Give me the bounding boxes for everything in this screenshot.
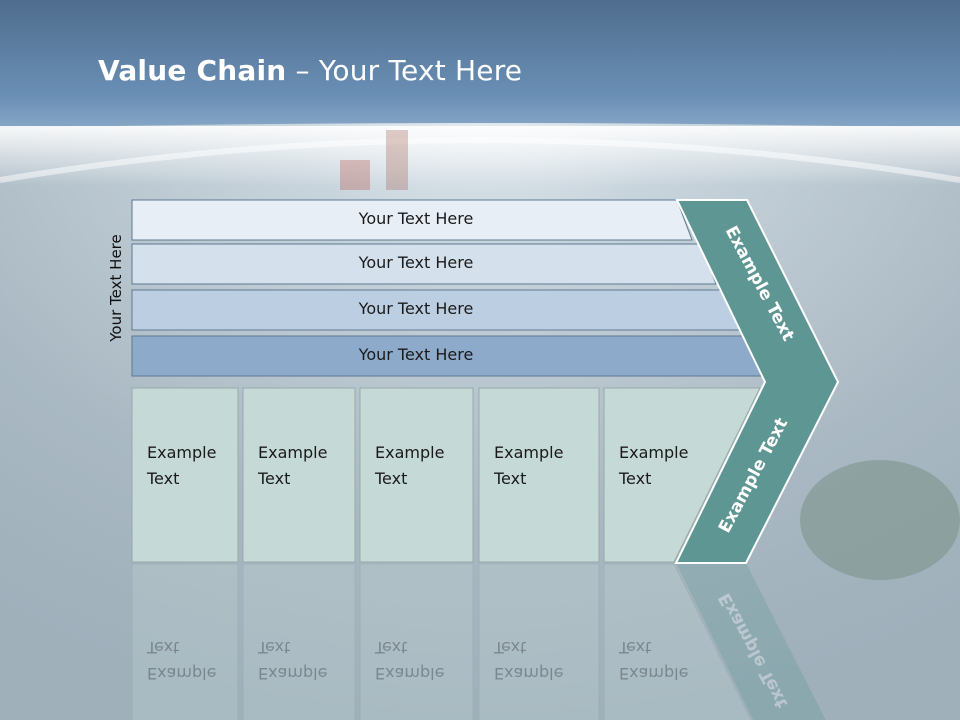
title-bold: Value Chain xyxy=(98,54,287,87)
column-5 xyxy=(603,387,761,563)
reflection-column-1-line1: Example xyxy=(147,664,216,683)
reflection-column-3 xyxy=(359,563,474,720)
bar-3-label: Your Text Here xyxy=(358,299,474,318)
column-2-line2: Text xyxy=(257,469,290,488)
column-4 xyxy=(478,387,600,563)
slide-title: Value Chain – Your Text Here xyxy=(98,54,522,87)
bar-4-label: Your Text Here xyxy=(358,345,474,364)
reflection-column-5 xyxy=(603,563,752,720)
reflection-column-4 xyxy=(478,563,600,720)
column-2 xyxy=(242,387,356,563)
reflection-column-4-line2: Text xyxy=(493,638,526,657)
bar-1-label: Your Text Here xyxy=(358,209,474,228)
title-rest: – Your Text Here xyxy=(286,54,523,87)
column-1-line1: Example xyxy=(147,443,216,462)
column-3-line2: Text xyxy=(374,469,407,488)
bar-2-label: Your Text Here xyxy=(358,253,474,272)
reflection-column-2-line1: Example xyxy=(258,664,327,683)
reflection-column-3-line1: Example xyxy=(375,664,444,683)
reflection-column-3-line2: Text xyxy=(374,638,407,657)
bar-2 xyxy=(131,243,717,285)
reflection-chevron xyxy=(676,563,826,720)
reflection-column-1-line2: Text xyxy=(146,638,179,657)
reflection-column-1 xyxy=(131,563,239,720)
column-3 xyxy=(359,387,474,563)
column-5-line1: Example xyxy=(619,443,688,462)
column-5-line2: Text xyxy=(618,469,651,488)
column-4-line2: Text xyxy=(493,469,526,488)
column-1 xyxy=(131,387,239,563)
reflection-column-5-line2: Text xyxy=(618,638,651,657)
column-4-line1: Example xyxy=(494,443,563,462)
reflection-column-2-line2: Text xyxy=(257,638,290,657)
reflection-column-5-line1: Example xyxy=(619,664,688,683)
column-1-line2: Text xyxy=(146,469,179,488)
column-3-line1: Example xyxy=(375,443,444,462)
reflection-column-2 xyxy=(242,563,356,720)
reflection-column-4-line1: Example xyxy=(494,664,563,683)
bar-1 xyxy=(131,199,693,241)
chevron-arrow xyxy=(674,199,840,564)
column-2-line1: Example xyxy=(258,443,327,462)
